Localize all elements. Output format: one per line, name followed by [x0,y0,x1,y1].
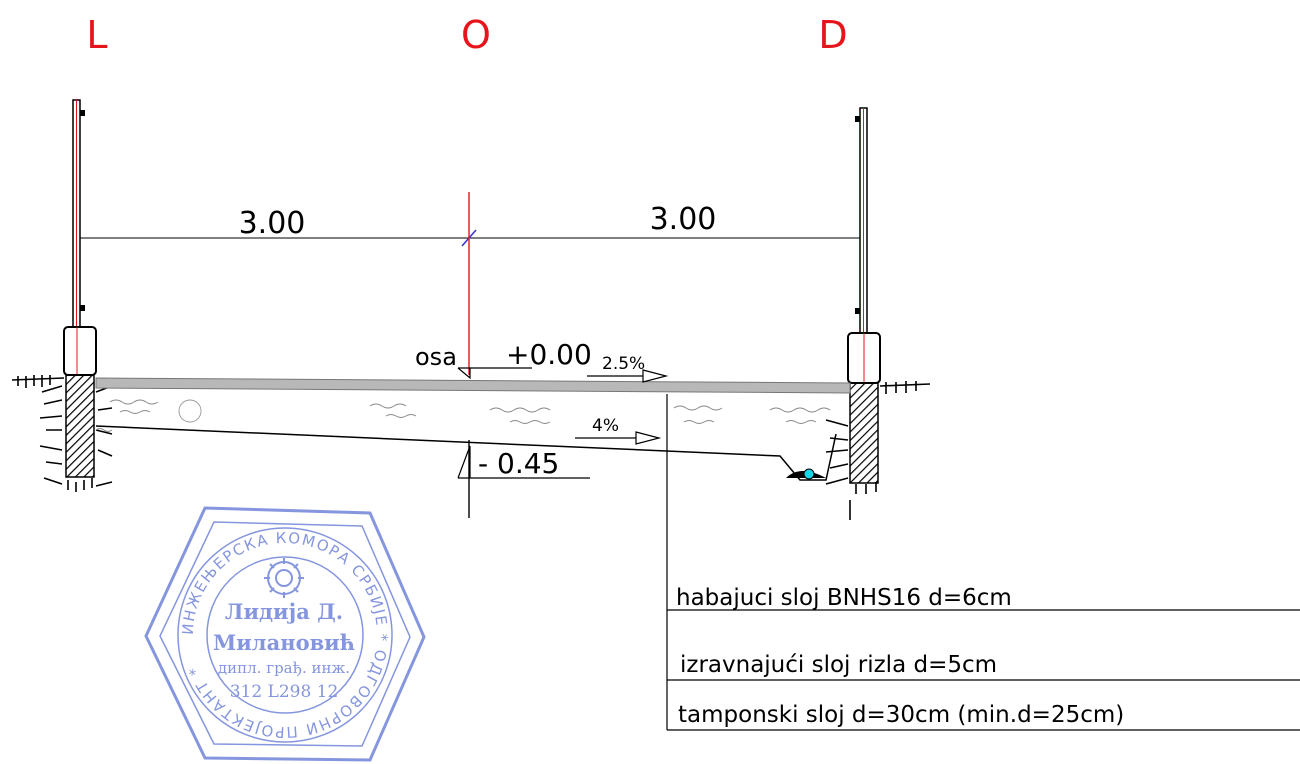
surface-slope-label: 2.5% [602,354,645,374]
seal-name-line2: Милановић [213,630,355,655]
width-dimension-line [80,229,860,247]
level-marker [457,367,532,380]
layer-leveling-course: izravnajući sloj rizla d=5cm [680,652,997,678]
right-width-dimension: 3.00 [650,202,717,237]
subgrade-slope-arrow [575,431,662,445]
depth-value: - 0.45 [478,447,559,480]
engineer-seal: ИНЖЕЊЕРСКА КОМОРА СРБИЈЕ * ОДГОВОРНИ ПРО… [144,506,426,762]
axis-text: osa [415,343,457,371]
layer-wearing-course: habajuci sloj BNHS16 d=6cm [676,585,1012,611]
seal-title: дипл. грађ. инж. [218,659,350,677]
right-fence-post [847,107,881,484]
layer-leader [666,394,1300,731]
subgrade-line [95,425,837,481]
surface-slope-arrow [587,369,669,383]
drain-pipe [786,468,826,480]
depth-marker [457,445,590,479]
asphalt-wearing-course [95,377,851,394]
left-width-dimension: 3.00 [239,206,306,241]
axis-label-top: O [461,13,491,57]
right-ground-symbol [825,381,931,520]
layer-base-course: tamponski sloj d=30cm (min.d=25cm) [678,702,1124,728]
left-ground-symbol [11,375,113,492]
right-side-label: D [818,13,847,57]
seal-license-number: 312 L298 12 [230,682,339,702]
gear-icon [264,558,304,598]
subgrade-slope-label: 4% [592,416,619,436]
axis-level-value: +0.00 [506,338,592,371]
seal-name-line1: Лидија Д. [225,599,343,624]
gravel-base-texture [95,399,831,432]
left-fence-post [63,99,97,478]
left-side-label: L [86,13,107,57]
